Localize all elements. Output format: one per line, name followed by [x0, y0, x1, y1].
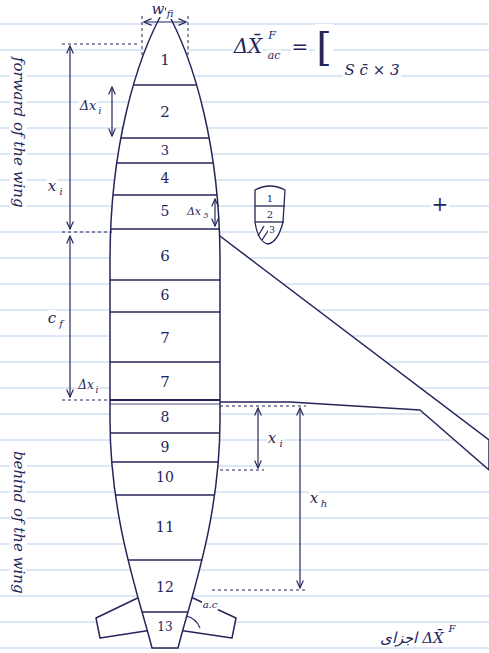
- segment-number: 11: [154, 519, 175, 536]
- subscript: f: [58, 318, 64, 329]
- superscript: F: [448, 623, 457, 634]
- formula-term: S c̄ × 3: [343, 62, 400, 79]
- subscript: fi: [166, 8, 175, 19]
- subscript: h: [320, 498, 328, 509]
- dimension-arrows: [70, 22, 300, 628]
- formula-note: اجزای ΔX̄: [379, 630, 444, 647]
- angle-arc: [186, 616, 200, 628]
- formula-symbol: ΔX̄: [233, 35, 264, 57]
- section-number: 1: [266, 193, 274, 204]
- segment-number: 7: [159, 330, 171, 347]
- section-number: 2: [266, 209, 274, 220]
- section-number: 3: [268, 226, 276, 236]
- segment-number: 5: [160, 204, 171, 219]
- segment-number: 1: [159, 52, 171, 69]
- segment-lines: [100, 85, 230, 612]
- dimension-label: Δx: [186, 206, 202, 218]
- dimension-label: Δx: [77, 379, 94, 392]
- dimension-label: c: [47, 310, 57, 327]
- formula-bracket: [: [315, 24, 333, 68]
- formula-operator: =: [291, 36, 310, 58]
- wing: [212, 230, 489, 470]
- dimension-label: x: [309, 490, 319, 507]
- notebook-ruling: [0, 24, 489, 648]
- dimension-label: w: [151, 1, 166, 18]
- segment-number: 4: [160, 171, 171, 186]
- reference-lines: [62, 16, 306, 590]
- subscript: i: [98, 107, 103, 117]
- section-tab: [255, 186, 285, 244]
- dimension-label: x: [267, 430, 277, 447]
- segment-number: 13: [156, 621, 173, 634]
- segment-number: 2: [159, 104, 171, 121]
- segment-number: 10: [155, 470, 175, 485]
- segment-number: 6: [160, 288, 171, 303]
- dimension-label: Δx: [79, 99, 98, 113]
- formula-operator: +: [431, 193, 450, 215]
- segment-number: 9: [160, 440, 171, 455]
- segment-number: 7: [159, 374, 171, 391]
- superscript: F: [267, 30, 277, 42]
- subscript: i: [278, 438, 283, 449]
- segment-number: 6: [159, 248, 171, 265]
- side-note: behind of the wing: [10, 450, 27, 595]
- segment-number: 3: [160, 144, 170, 158]
- angle-label: a.c: [202, 599, 219, 610]
- subscript: ac: [267, 50, 282, 62]
- segment-number: 12: [155, 580, 175, 595]
- fuselage: [110, 8, 220, 648]
- segment-number: 8: [160, 410, 171, 425]
- side-note: forward of the wing: [10, 56, 27, 209]
- dimension-label: x: [47, 178, 57, 195]
- subscript: 5: [202, 212, 209, 221]
- subscript: i: [58, 186, 63, 197]
- subscript: i: [95, 386, 100, 396]
